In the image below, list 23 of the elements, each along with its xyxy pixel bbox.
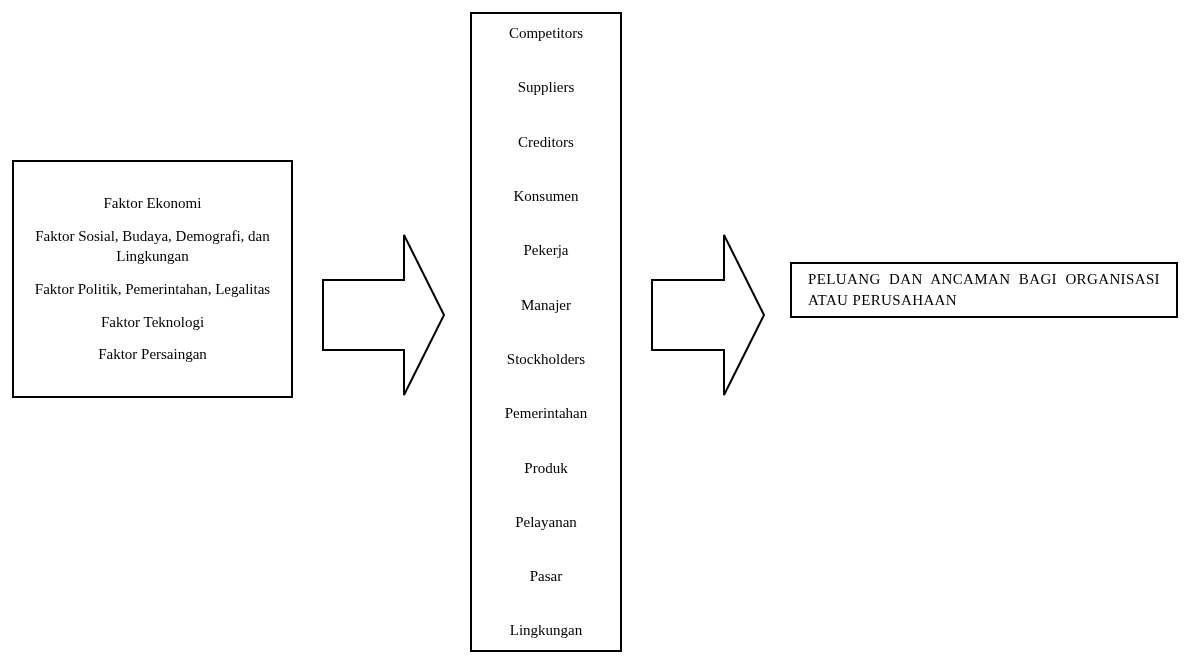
box-text: Faktor Politik, Pemerintahan, Legalitas [34,280,271,299]
box-text: Competitors [508,24,584,43]
text-box [470,12,622,652]
box-text: Pasar [529,567,563,587]
box-text: Stockholders [506,349,586,369]
box-text: Konsumen [513,186,579,206]
box-text: Manajer [521,295,571,315]
box-text: Faktor Ekonomi [103,194,202,214]
block-arrow [322,234,446,396]
box-text: Suppliers [517,78,575,98]
text-box [790,262,1178,318]
box-text: Pelayanan [515,512,577,532]
box-text: Pekerja [523,241,569,261]
box-text: Faktor Persaingan [98,345,207,365]
box-text: Faktor Sosial, Budaya, Demografi, dan Lingkungan [34,226,271,267]
text-box [12,160,293,398]
box-text: Creditors [518,132,574,152]
box-text: Lingkungan [509,621,583,641]
box-text: Faktor Teknologi [100,312,205,332]
box-text: Pemerintahan [504,404,588,424]
box-text: Produk [524,458,568,478]
block-arrow [651,234,766,396]
box-text: PELUANG DAN ANCAMAN BAGI ORGANISASI ATAU PERUSAHAAN [808,270,1160,310]
